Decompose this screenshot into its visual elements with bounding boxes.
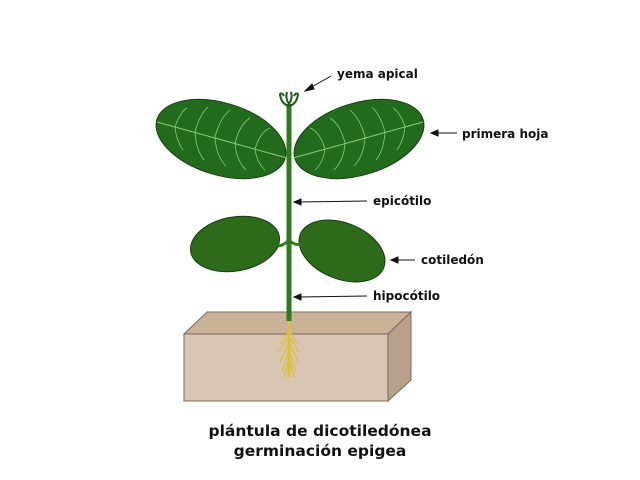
arrow-yema-apical (309, 75, 332, 89)
cotyledon-left (189, 215, 281, 273)
label-primera-hoja: primera hoja (462, 127, 549, 141)
label-cotiledon: cotiledón (421, 253, 484, 267)
caption-title: plántula de dicotiledónea (208, 422, 432, 440)
apical-bud (278, 91, 300, 107)
caption-subtitle: germinación epigea (233, 442, 407, 460)
arrow-epicotilo (298, 200, 368, 203)
soil-top-face (182, 311, 413, 335)
first-leaf-left (155, 98, 288, 180)
cotyledon-right (298, 219, 386, 283)
arrow-hipocotilo (298, 295, 368, 298)
soil-block (182, 310, 413, 403)
label-yema-apical: yema apical (337, 67, 418, 81)
label-epicotilo: epicótilo (373, 194, 432, 208)
roots (278, 320, 300, 379)
first-leaf-right (292, 98, 425, 180)
label-hipocotilo: hipocótilo (373, 289, 441, 303)
pointer-arrows (292, 75, 457, 301)
stem (277, 104, 301, 321)
